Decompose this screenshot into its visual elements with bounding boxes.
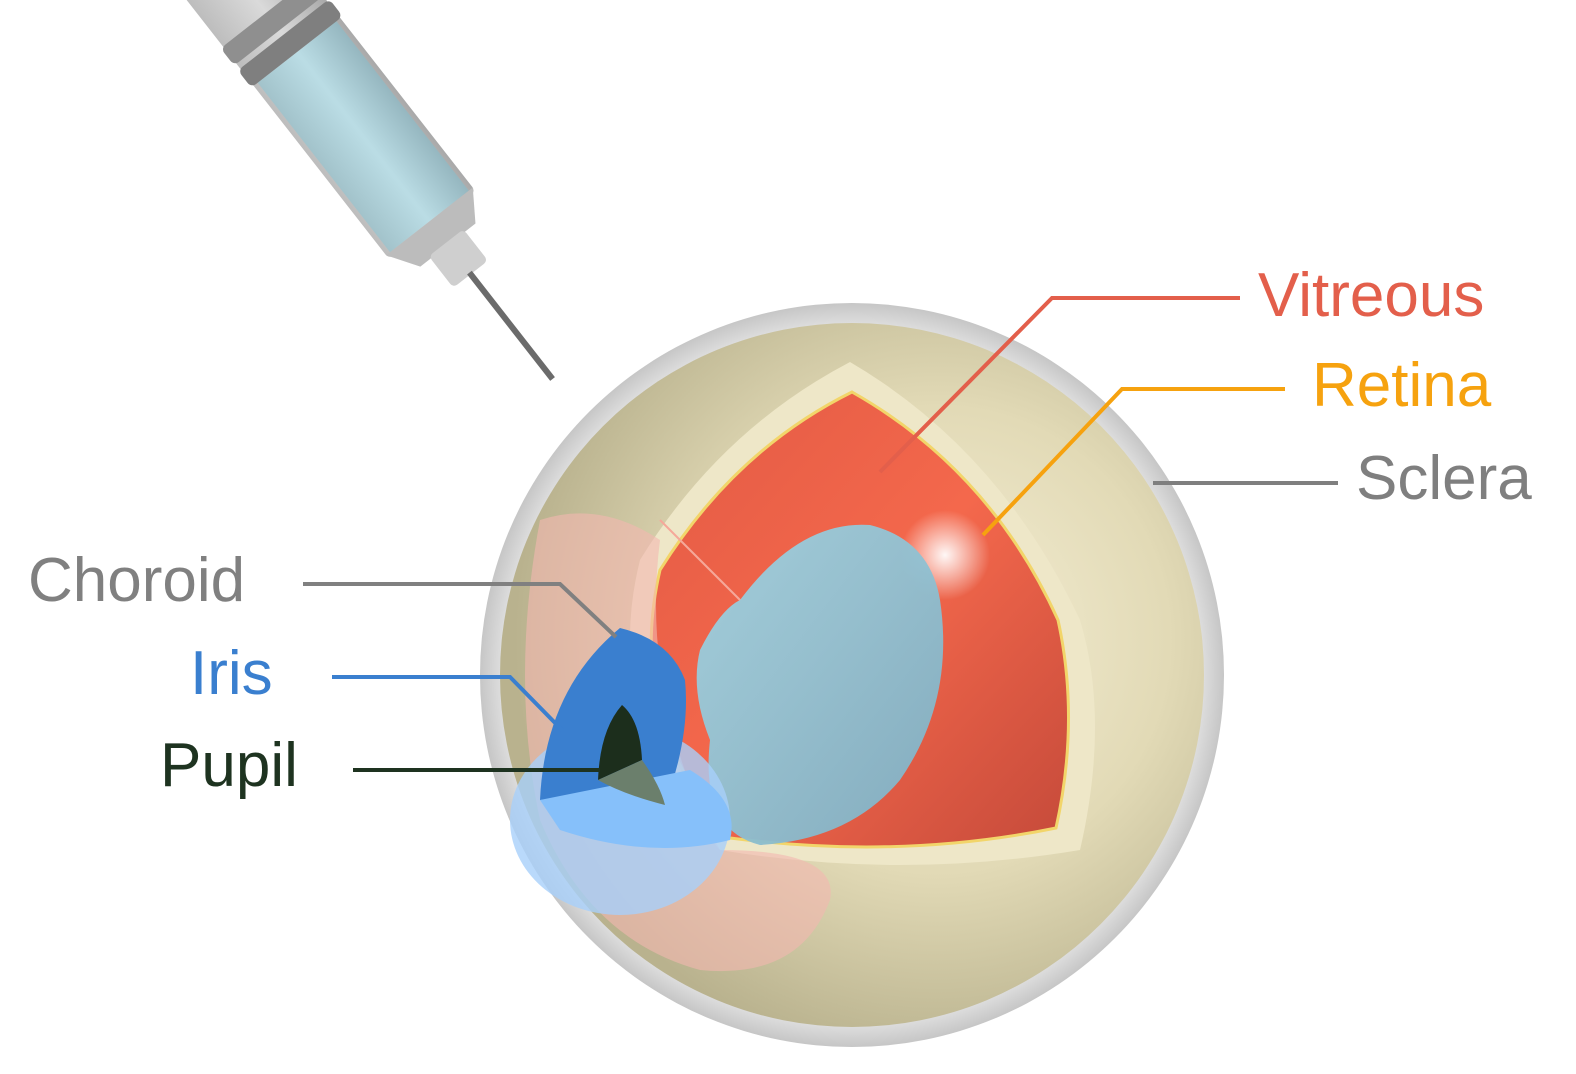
label-iris: Iris [190,639,273,708]
plunger-ring [222,0,324,64]
eyeball [480,303,1224,1047]
syringe [83,0,555,381]
iris-lower [540,770,732,848]
label-vitreous: Vitreous [1258,261,1485,330]
iris [540,628,686,800]
choroid-leader-line [303,582,618,639]
needle [467,270,555,381]
label-pupil: Pupil [160,731,298,800]
label-retina: Retina [1312,351,1492,420]
syringe-tip [386,187,476,267]
iris-leader-line [332,675,564,732]
label-choroid: Choroid [28,546,246,615]
vitreous-leader-line [878,296,1240,474]
syringe-fluid [257,21,469,253]
label-sclera: Sclera [1356,444,1532,513]
pupil-lower [598,760,665,805]
pupil [598,705,642,780]
injected-drug-depot [696,524,944,845]
retina-leader-line [981,387,1285,537]
plunger-ring [240,1,341,86]
needle-track [659,519,741,601]
